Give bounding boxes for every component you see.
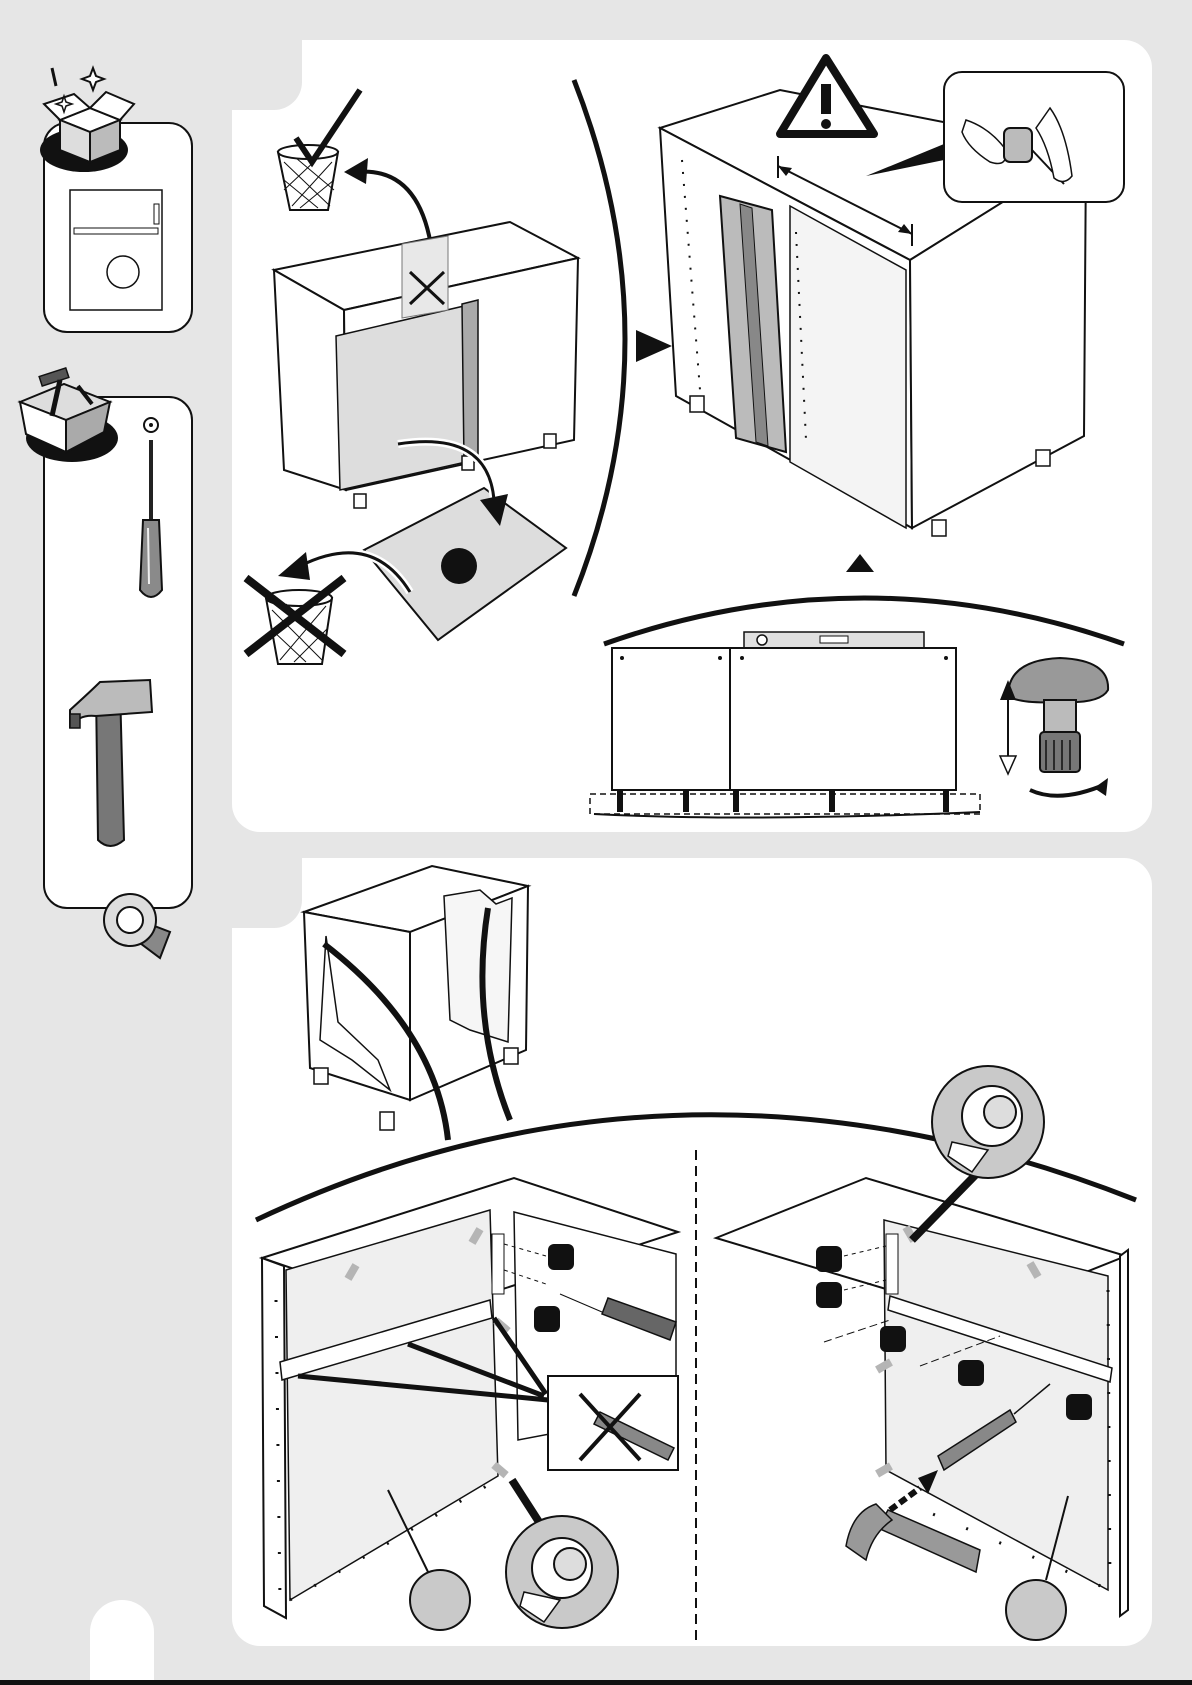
page-number-tab <box>90 1600 154 1685</box>
hammer-action-icon <box>846 1504 980 1572</box>
page-footer-rule <box>0 1680 1192 1685</box>
